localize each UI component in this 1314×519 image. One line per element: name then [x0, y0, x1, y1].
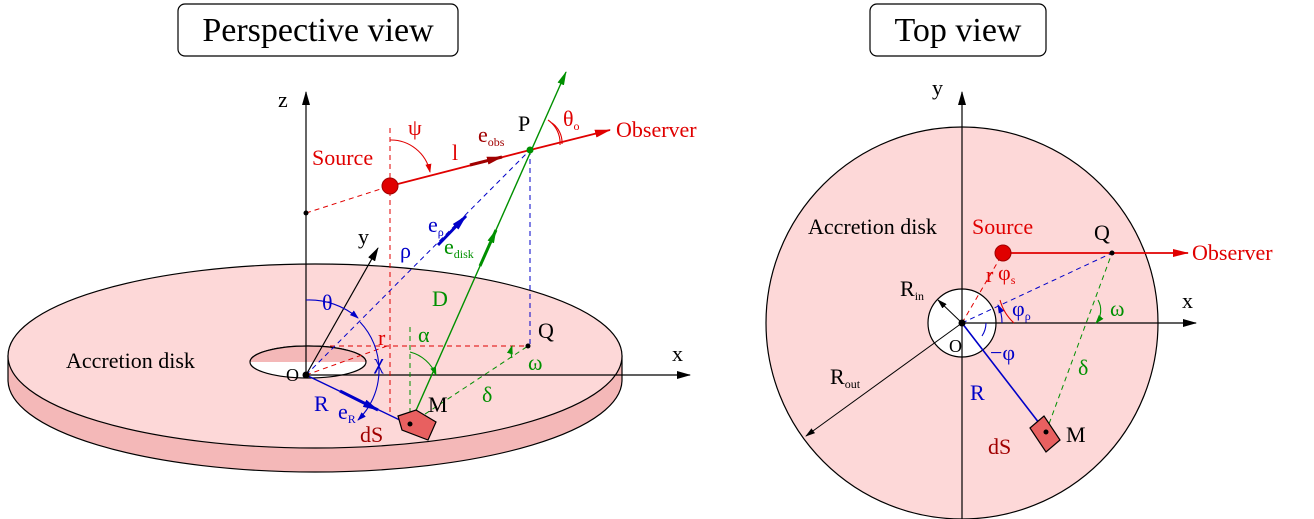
R-out-line: [805, 322, 963, 437]
label-rho: ρ: [400, 238, 411, 263]
label-e-R: eR: [338, 399, 356, 426]
top-label-r: r: [986, 262, 994, 287]
top-view-title: Top view: [895, 12, 1022, 49]
top-label-neg-phi: −φ: [990, 340, 1015, 365]
e-R-vector: [339, 389, 379, 412]
line-l: [389, 149, 531, 187]
top-phi-s-arc: [999, 299, 1015, 324]
observer-arrow: [529, 129, 611, 151]
top-label-R-out: Rout: [830, 364, 861, 391]
label-e-disk: edisk: [444, 234, 474, 261]
e-rho-vector: [436, 214, 468, 247]
theta-o-arc-1: [547, 119, 561, 146]
perspective-title-box: [177, 3, 459, 57]
top-R-line: [961, 322, 1047, 433]
top-view: Top view y x: [765, 3, 1273, 519]
area-element-dS: [397, 409, 437, 441]
top-label-x: x: [1182, 288, 1193, 313]
top-label-delta: δ: [1078, 355, 1088, 380]
y-axis: [305, 247, 379, 376]
label-y: y: [358, 224, 369, 249]
label-source: Source: [312, 145, 373, 170]
top-label-M: M: [1066, 422, 1086, 447]
top-label-y: y: [932, 75, 943, 100]
label-l: l: [452, 140, 458, 165]
label-z: z: [278, 87, 288, 112]
label-accretion-disk: Accretion disk: [66, 348, 195, 373]
label-dS: dS: [360, 422, 383, 447]
top-r-dashed: [961, 252, 1004, 324]
label-P: P: [518, 111, 530, 136]
top-label-O: O: [949, 336, 962, 356]
top-neg-phi-arc: [981, 322, 987, 337]
top-label-source: Source: [972, 214, 1033, 239]
delta-dashed: [409, 345, 529, 425]
top-delta-dashed: [1045, 252, 1113, 433]
hole-inner-wall: [249, 345, 367, 363]
top-point-M: [1043, 429, 1049, 435]
theta-o-arc-2: [551, 122, 563, 145]
point-P: [526, 146, 534, 154]
label-Q: Q: [538, 318, 554, 343]
top-source-point: [994, 244, 1012, 262]
label-e-obs: eobs: [478, 122, 505, 149]
label-delta: δ: [482, 382, 492, 407]
point-M: [407, 421, 413, 427]
source-to-z-dashed: [305, 185, 391, 214]
e-obs-vector: [469, 155, 503, 167]
label-theta: θ: [322, 290, 333, 315]
source-point: [381, 177, 399, 195]
label-D: D: [432, 286, 448, 311]
label-R: R: [314, 391, 329, 416]
label-theta-o: θo: [563, 106, 580, 133]
top-label-phi-rho: φρ: [1012, 296, 1031, 323]
perspective-title: Perspective view: [202, 12, 434, 49]
top-label-R-in: Rin: [900, 276, 924, 303]
label-e-rho: eρ: [428, 212, 444, 239]
origin-point: [302, 371, 310, 379]
top-point-Q: [1109, 250, 1115, 256]
top-label-phi-s: φs: [998, 260, 1016, 287]
point-Q: [525, 343, 531, 349]
top-label-dS: dS: [988, 434, 1011, 459]
R-in-line: [937, 299, 963, 324]
label-alpha: α: [418, 322, 430, 347]
alpha-arc: [409, 351, 437, 376]
chi-arc: [357, 321, 380, 421]
top-omega-arc: [1095, 299, 1104, 324]
label-r: r: [378, 325, 386, 350]
perspective-view: Perspective view: [7, 3, 697, 473]
omega-arc: [506, 345, 513, 359]
label-psi: ψ: [408, 115, 422, 140]
top-view-title-box: [869, 3, 1047, 57]
label-omega: ω: [528, 350, 542, 375]
top-phi-rho-arc: [997, 304, 1005, 324]
label-chi: χ: [373, 349, 384, 374]
top-label-accretion-disk: Accretion disk: [808, 214, 937, 239]
psi-arc: [389, 139, 432, 173]
e-disk-vector: [478, 229, 498, 267]
theta-arc: [305, 299, 359, 319]
top-label-Q: Q: [1094, 220, 1110, 245]
top-label-observer: Observer: [1192, 240, 1273, 265]
label-O: O: [286, 365, 299, 385]
rho-dashed: [305, 149, 531, 376]
label-observer: Observer: [616, 117, 697, 142]
top-label-omega: ω: [1110, 296, 1124, 321]
top-origin-point: [958, 319, 966, 327]
top-rho-dashed: [961, 252, 1113, 324]
label-x: x: [672, 341, 683, 366]
label-M: M: [428, 392, 448, 417]
z-projection-point: [303, 210, 309, 216]
top-label-R: R: [970, 380, 985, 405]
